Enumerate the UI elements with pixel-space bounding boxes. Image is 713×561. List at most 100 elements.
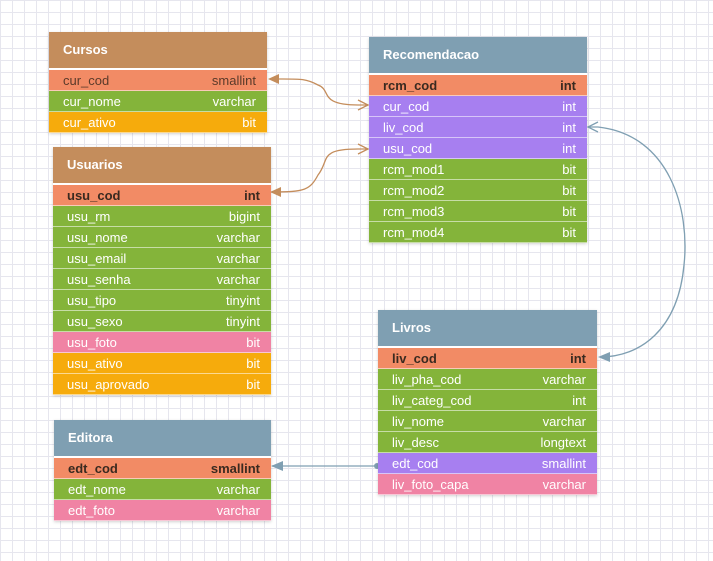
column-row[interactable]: edt_cod smallint <box>54 458 271 479</box>
column-name: cur_cod <box>383 99 430 114</box>
column-row[interactable]: usu_email varchar <box>53 248 271 269</box>
column-type: varchar <box>212 94 256 109</box>
column-name: liv_foto_capa <box>392 477 469 492</box>
crowfoot-recomendacao-usu <box>357 143 370 155</box>
crowfoot-recomendacao-cur <box>357 99 370 111</box>
column-row[interactable]: liv_cod int <box>378 348 597 369</box>
column-name: edt_cod <box>68 461 118 476</box>
column-row[interactable]: edt_foto varchar <box>54 500 271 521</box>
column-row[interactable]: usu_cod int <box>53 185 271 206</box>
column-name: usu_sexo <box>67 314 123 329</box>
arrowhead-cursos <box>268 74 279 84</box>
column-name: liv_categ_cod <box>392 393 472 408</box>
column-row[interactable]: usu_nome varchar <box>53 227 271 248</box>
column-name: edt_nome <box>68 482 126 497</box>
table-usuarios[interactable]: Usuarios usu_cod int usu_rm bigint usu_n… <box>53 147 271 395</box>
table-title: Recomendacao <box>369 37 587 75</box>
column-type: smallint <box>210 461 260 476</box>
table-title: Cursos <box>49 32 267 70</box>
column-type: varchar <box>216 230 260 245</box>
column-name: usu_rm <box>67 209 111 224</box>
column-row[interactable]: usu_cod int <box>369 138 587 159</box>
column-type: tinyint <box>226 314 260 329</box>
column-name: rcm_mod1 <box>383 162 445 177</box>
column-row[interactable]: cur_nome varchar <box>49 91 267 112</box>
column-row[interactable]: rcm_mod2 bit <box>369 180 587 201</box>
column-type: int <box>560 78 576 93</box>
column-type: bit <box>246 356 260 371</box>
arrowhead-livros <box>598 352 610 362</box>
column-name: rcm_mod3 <box>383 204 445 219</box>
column-row[interactable]: edt_nome varchar <box>54 479 271 500</box>
table-cursos[interactable]: Cursos cur_cod smallint cur_nome varchar… <box>49 32 267 133</box>
column-row[interactable]: cur_cod int <box>369 96 587 117</box>
column-name: rcm_mod4 <box>383 225 445 240</box>
column-type: varchar <box>216 251 260 266</box>
column-row[interactable]: liv_nome varchar <box>378 411 597 432</box>
column-row[interactable]: usu_aprovado bit <box>53 374 271 395</box>
column-row[interactable]: liv_cod int <box>369 117 587 138</box>
column-type: int <box>244 188 260 203</box>
table-title: Usuarios <box>53 147 271 185</box>
column-row[interactable]: rcm_mod1 bit <box>369 159 587 180</box>
column-name: cur_cod <box>63 73 110 88</box>
column-type: bit <box>246 335 260 350</box>
column-type: varchar <box>216 503 260 518</box>
table-editora[interactable]: Editora edt_cod smallint edt_nome varcha… <box>54 420 271 521</box>
column-row[interactable]: liv_foto_capa varchar <box>378 474 597 495</box>
column-name: liv_cod <box>392 351 437 366</box>
column-type: tinyint <box>226 293 260 308</box>
column-row[interactable]: usu_senha varchar <box>53 269 271 290</box>
column-type: bit <box>562 162 576 177</box>
column-type: varchar <box>542 477 586 492</box>
column-row[interactable]: liv_desc longtext <box>378 432 597 453</box>
column-name: usu_cod <box>67 188 121 203</box>
column-row[interactable]: usu_tipo tinyint <box>53 290 271 311</box>
column-name: usu_cod <box>383 141 433 156</box>
column-type: bit <box>562 183 576 198</box>
column-row[interactable]: rcm_cod int <box>369 75 587 96</box>
column-name: liv_nome <box>392 414 445 429</box>
column-row[interactable]: usu_foto bit <box>53 332 271 353</box>
table-title: Livros <box>378 310 597 348</box>
column-row[interactable]: usu_sexo tinyint <box>53 311 271 332</box>
column-row[interactable]: usu_rm bigint <box>53 206 271 227</box>
column-name: edt_foto <box>68 503 115 518</box>
column-name: usu_senha <box>67 272 131 287</box>
column-type: bigint <box>228 209 260 224</box>
column-row[interactable]: usu_ativo bit <box>53 353 271 374</box>
table-livros[interactable]: Livros liv_cod int liv_pha_cod varchar l… <box>378 310 597 495</box>
relation-line-recomendacao-cursos <box>269 78 368 106</box>
column-row[interactable]: rcm_mod3 bit <box>369 201 587 222</box>
column-row[interactable]: cur_ativo bit <box>49 112 267 133</box>
column-name: liv_cod <box>383 120 424 135</box>
crowfoot-recomendacao-liv <box>586 121 599 133</box>
table-recomendacao[interactable]: Recomendacao rcm_cod int cur_cod int liv… <box>369 37 587 243</box>
column-name: liv_pha_cod <box>392 372 462 387</box>
column-type: bit <box>562 204 576 219</box>
column-name: rcm_cod <box>383 78 438 93</box>
column-row[interactable]: cur_cod smallint <box>49 70 267 91</box>
column-type: varchar <box>542 372 586 387</box>
column-type: varchar <box>216 272 260 287</box>
column-type: bit <box>242 115 256 130</box>
column-type: smallint <box>211 73 256 88</box>
column-type: varchar <box>542 414 586 429</box>
column-row[interactable]: liv_categ_cod int <box>378 390 597 411</box>
relation-line-recomendacao-livros <box>588 126 686 358</box>
column-name: rcm_mod2 <box>383 183 445 198</box>
column-name: edt_cod <box>392 456 439 471</box>
column-type: int <box>572 393 586 408</box>
column-row[interactable]: edt_cod smallint <box>378 453 597 474</box>
column-name: cur_ativo <box>63 115 116 130</box>
column-type: int <box>562 120 576 135</box>
column-name: usu_foto <box>67 335 117 350</box>
column-name: usu_aprovado <box>67 377 150 392</box>
column-row[interactable]: rcm_mod4 bit <box>369 222 587 243</box>
column-row[interactable]: liv_pha_cod varchar <box>378 369 597 390</box>
column-name: usu_nome <box>67 230 128 245</box>
column-type: smallint <box>541 456 586 471</box>
column-name: cur_nome <box>63 94 121 109</box>
column-type: varchar <box>216 482 260 497</box>
arrowhead-editora <box>271 461 283 471</box>
